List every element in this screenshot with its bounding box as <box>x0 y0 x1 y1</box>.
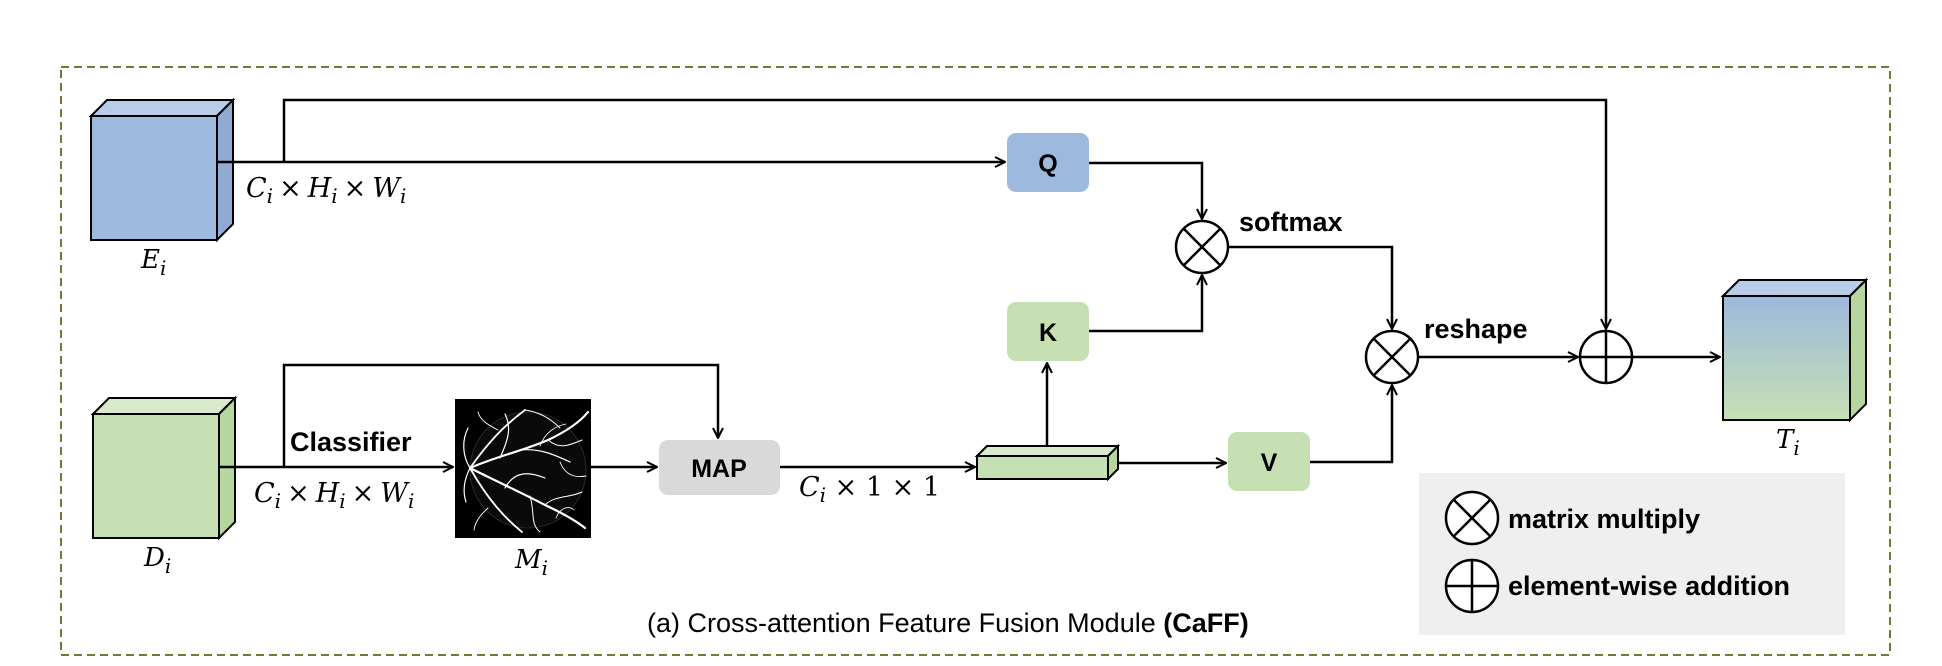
dims-bottom-label: Ci×Hi×Wi <box>254 478 414 513</box>
legend-add-label: element-wise addition <box>1508 571 1790 601</box>
multiply-op-1 <box>1174 219 1230 275</box>
v-node: V <box>1228 432 1310 491</box>
encoder-label: Ei <box>140 245 166 280</box>
vessel-map-image <box>455 399 591 538</box>
legend: matrix multiply element-wise addition <box>1419 473 1845 635</box>
decoder-cube <box>90 395 238 541</box>
q-label: Q <box>1038 150 1057 178</box>
legend-multiply-label: matrix multiply <box>1508 504 1700 534</box>
classifier-label: Classifier <box>290 427 412 457</box>
q-node: Q <box>1007 133 1089 192</box>
decoder-label: Di <box>143 543 171 578</box>
encoder-cube <box>88 97 236 243</box>
k-node: K <box>1007 302 1089 361</box>
output-label: Ti <box>1776 425 1800 460</box>
legend-multiply-icon <box>1444 490 1500 546</box>
connectors <box>217 98 1720 467</box>
multiply-op-2 <box>1364 329 1420 385</box>
k-label: K <box>1039 319 1057 347</box>
caption: (a) Cross-attention Feature Fusion Modul… <box>647 608 1249 638</box>
pooled-feature-bar <box>974 443 1121 482</box>
v-label: V <box>1261 449 1278 477</box>
module-border <box>60 66 1891 656</box>
output-cube <box>1720 277 1869 423</box>
dims-top-label: Ci×Hi×Wi <box>246 173 406 208</box>
softmax-label: softmax <box>1239 207 1343 237</box>
legend-add-icon <box>1444 558 1500 614</box>
reshape-label: reshape <box>1424 314 1528 344</box>
map-node-label: MAP <box>691 455 747 483</box>
map-label: Mi <box>514 545 548 580</box>
dims-pooled-label: Ci × 1 × 1 <box>799 472 940 507</box>
add-op <box>1578 329 1634 385</box>
map-node: MAP <box>659 440 780 495</box>
